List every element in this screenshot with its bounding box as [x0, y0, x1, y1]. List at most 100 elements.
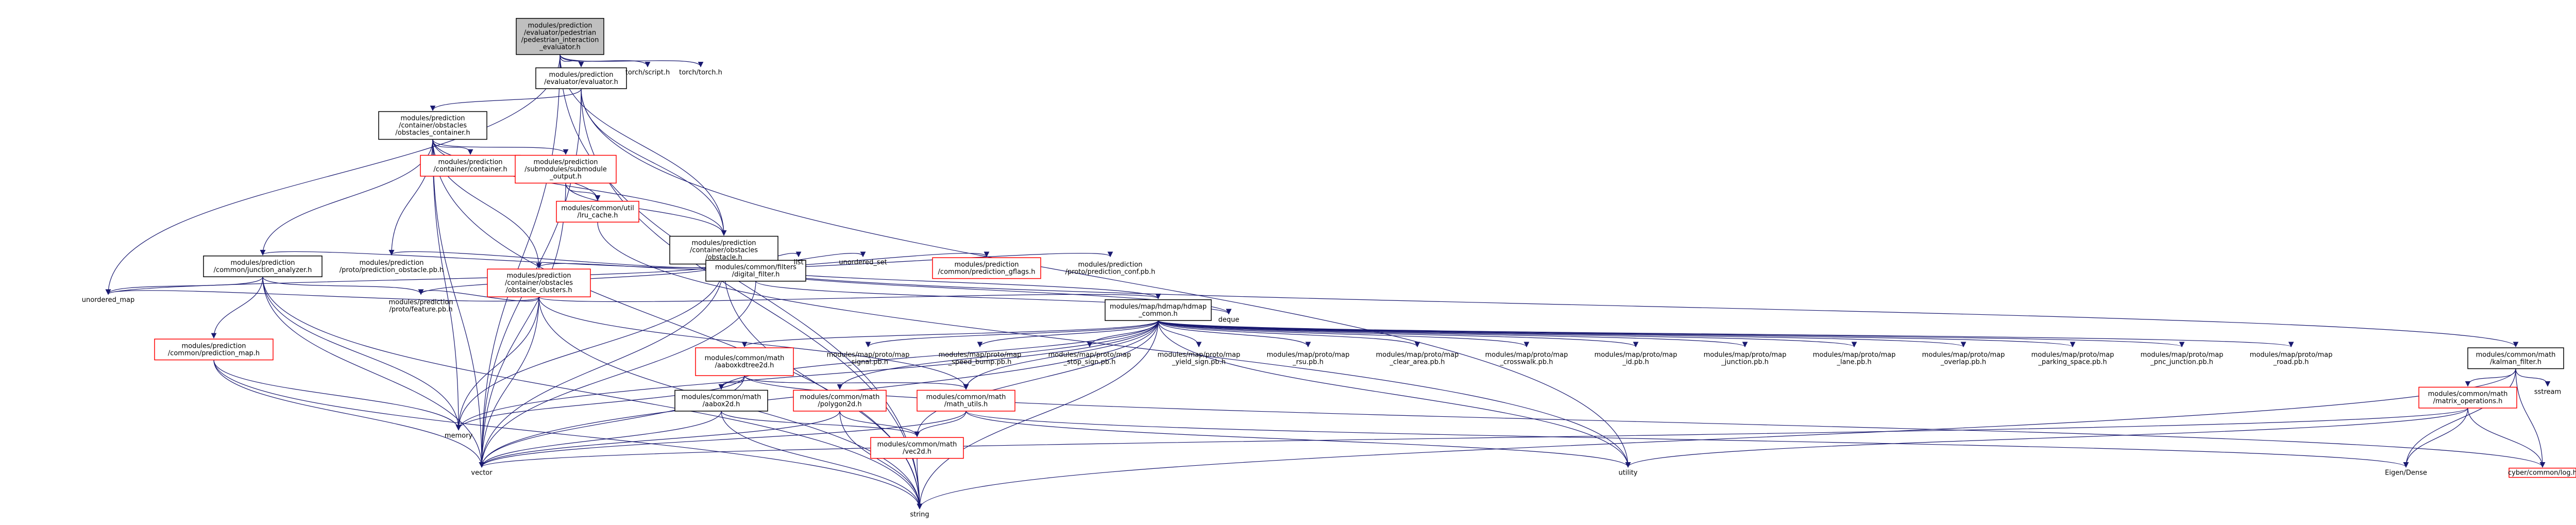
node-label-line: modules/map/proto/map [1813, 351, 1896, 359]
node-label-line: /matrix_operations.h [2433, 398, 2503, 405]
node-label-line: /container/obstacles [690, 247, 758, 255]
node-label-line: modules/prediction [1078, 261, 1142, 268]
node-polygon2d[interactable]: modules/common/math/polygon2d.h [793, 389, 887, 412]
node-label-line: /common/prediction_map.h [168, 349, 260, 357]
node-label-line: modules/prediction [181, 342, 246, 350]
node-aaboxkdtree[interactable]: modules/common/math/aaboxkdtree2d.h [695, 347, 794, 376]
edge-pred-map-to-vector [213, 360, 485, 468]
edge-obst-container-to-junction-analyzer [260, 139, 433, 256]
node-label-line: sstream [2534, 388, 2561, 396]
node-label-line: /lru_cache.h [578, 212, 618, 219]
node-vector[interactable]: vector [471, 469, 493, 477]
node-label-line: modules/prediction [549, 71, 613, 79]
node-eigen[interactable]: Eigen/Dense [2385, 469, 2427, 477]
edge-aaboxkdtree-to-cyber-log [744, 375, 2546, 468]
edge-hdmap-common-to-math-utils [963, 320, 1159, 390]
node-aabox2d[interactable]: modules/common/math/aabox2d.h [674, 389, 768, 412]
node-obstacle[interactable]: modules/prediction/container/obstacles/o… [669, 235, 778, 265]
node-string[interactable]: string [910, 511, 929, 518]
node-lru[interactable]: modules/common/util/lru_cache.h [556, 200, 639, 223]
node-box-container [420, 155, 521, 177]
node-box-hdmap-common [1105, 299, 1212, 321]
node-overlap-pb[interactable]: modules/map/proto/map_overlap.pb.h [1922, 351, 2005, 366]
node-obst-clusters[interactable]: modules/prediction/container/obstacles/o… [487, 268, 591, 297]
edge-vec2d-to-string [917, 458, 923, 510]
nodes-layer: modules/prediction/evaluator/pedestrian/… [82, 18, 2576, 518]
node-feature-pb[interactable]: modules/prediction/proto/feature.pb.h [388, 298, 453, 313]
node-gflags[interactable]: modules/prediction/common/prediction_gfl… [932, 257, 1041, 279]
edge-evaluator-to-obst-container [430, 88, 582, 111]
node-pred-map[interactable]: modules/prediction/common/prediction_map… [154, 338, 274, 361]
node-cyber-log[interactable]: cyber/common/log.h [2508, 467, 2576, 478]
edge-kalman-to-sstream [2515, 368, 2551, 387]
node-label-line: modules/common/math [2476, 351, 2556, 359]
edge-obst-clusters-to-feature-pb [418, 289, 539, 302]
node-label-line: modules/common/math [877, 441, 957, 448]
node-hdmap-common[interactable]: modules/map/hdmap/hdmap_common.h [1105, 299, 1212, 321]
node-yield-sign-pb[interactable]: modules/map/proto/map_yield_sign.pb.h [1158, 351, 1241, 366]
edge-junction-analyzer-to-vector [262, 277, 485, 468]
node-speed-bump-pb[interactable]: modules/map/proto/map_speed_bump.pb.h [939, 351, 1022, 366]
node-label-line: _id.pb.h [1622, 358, 1649, 366]
node-stop-sign-pb[interactable]: modules/map/proto/map_stop_sign.pb.h [1048, 351, 1131, 366]
node-id-pb[interactable]: modules/map/proto/map_id.pb.h [1595, 351, 1677, 366]
node-root[interactable]: modules/prediction/evaluator/pedestrian/… [516, 18, 604, 55]
edge-hdmap-common-to-parking-space-pb [1158, 320, 2075, 348]
node-kalman[interactable]: modules/common/math/kalman_filter.h [2467, 347, 2564, 369]
node-label-line: modules/prediction [528, 22, 592, 30]
node-road-pb[interactable]: modules/map/proto/map_road.pb.h [2250, 351, 2333, 366]
node-label-line: deque [1218, 316, 1240, 324]
node-lane-pb[interactable]: modules/map/proto/map_lane.pb.h [1813, 351, 1896, 366]
edge-hdmap-common-to-polygon2d [837, 320, 1159, 390]
node-submodule[interactable]: modules/prediction/submodules/submodule_… [515, 155, 617, 184]
node-deque[interactable]: deque [1218, 316, 1240, 324]
node-matrix-ops[interactable]: modules/common/math/matrix_operations.h [2418, 386, 2517, 409]
edge-junction-analyzer-to-pred-map [211, 277, 263, 339]
node-sstream[interactable]: sstream [2534, 388, 2561, 396]
node-evaluator[interactable]: modules/prediction/evaluator/evaluator.h [535, 67, 627, 89]
node-label-line: /proto/prediction_conf.pb.h [1065, 268, 1156, 276]
node-clear-area-pb[interactable]: modules/map/proto/map_clear_area.pb.h [1376, 351, 1459, 366]
edge-hdmap-common-to-yield-sign-pb [1158, 320, 1202, 348]
node-pred-conf-pb[interactable]: modules/prediction/proto/prediction_conf… [1065, 261, 1156, 276]
node-math-utils[interactable]: modules/common/math/math_utils.h [917, 389, 1015, 412]
edge-obstacle-to-vector [479, 264, 724, 468]
node-list[interactable]: list [793, 259, 803, 266]
node-junction-analyzer[interactable]: modules/prediction/common/junction_analy… [203, 256, 323, 277]
node-label-line: torch/torch.h [679, 69, 722, 77]
node-pnc-junction-pb[interactable]: modules/map/proto/map_pnc_junction.pb.h [2141, 351, 2224, 366]
node-container[interactable]: modules/prediction/container/container.h [420, 155, 521, 177]
edge-hdmap-common-to-utility [1158, 320, 1631, 468]
node-vec2d[interactable]: modules/common/math/vec2d.h [870, 437, 964, 459]
edge-matrix-ops-to-vector [479, 408, 2468, 468]
edge-obst-container-to-submodule [432, 139, 569, 155]
node-box-junction-analyzer [203, 256, 323, 277]
node-pred-obstacle-pb[interactable]: modules/prediction/proto/prediction_obst… [340, 259, 444, 274]
node-unordered-set[interactable]: unordered_set [839, 259, 887, 266]
node-box-obst-clusters [487, 268, 591, 297]
node-label-line: cyber/common/log.h [2508, 469, 2576, 477]
node-box-digital-filter [705, 260, 806, 282]
edge-junction-analyzer-to-string [262, 277, 923, 510]
node-utility[interactable]: utility [1619, 469, 1638, 477]
node-label-line: modules/map/proto/map [1158, 351, 1241, 359]
node-parking-space-pb[interactable]: modules/map/proto/map_parking_space.pb.h [2031, 351, 2114, 366]
node-unordered-map[interactable]: unordered_map [82, 296, 135, 304]
edge-hdmap-common-to-road-pb [1158, 320, 2294, 348]
node-crosswalk-pb[interactable]: modules/map/proto/map_crosswalk.pb.h [1485, 351, 1568, 366]
edge-obst-container-to-vector [432, 139, 485, 468]
edge-kalman-to-cyber-log [2515, 368, 2546, 468]
edge-digital-filter-to-vector [479, 281, 756, 468]
node-torch[interactable]: torch/torch.h [679, 69, 722, 77]
node-digital-filter[interactable]: modules/common/filters/digital_filter.h [705, 260, 806, 282]
node-junction-pb[interactable]: modules/map/proto/map_junction.pb.h [1704, 351, 1787, 366]
node-memory[interactable]: memory [445, 432, 473, 439]
node-label-line: modules/prediction [388, 298, 453, 306]
edge-pred-map-to-string [213, 360, 923, 510]
node-torchscript[interactable]: torch/script.h [625, 69, 670, 77]
edge-matrix-ops-to-eigen [2403, 408, 2468, 468]
node-rsu-pb[interactable]: modules/map/proto/map_rsu.pb.h [1267, 351, 1350, 366]
node-label-line: modules/map/proto/map [1485, 351, 1568, 359]
node-obst-container[interactable]: modules/prediction/container/obstacles/o… [378, 111, 487, 140]
node-signal-pb[interactable]: modules/map/proto/map_signal.pb.h [827, 351, 910, 366]
